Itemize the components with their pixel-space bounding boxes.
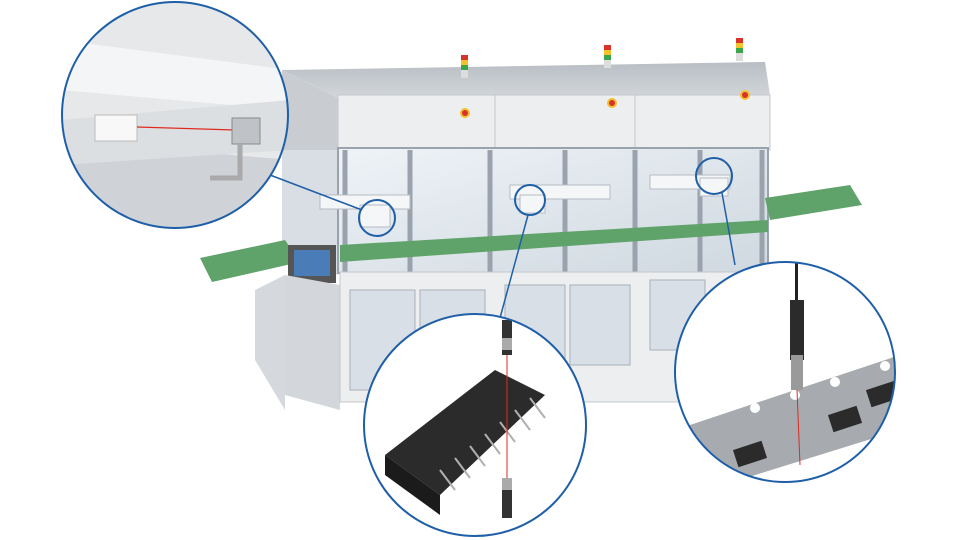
callout-right bbox=[674, 261, 896, 483]
callout-marker bbox=[358, 199, 396, 237]
callout-marker bbox=[695, 157, 733, 195]
callout-bottom-center bbox=[363, 313, 587, 537]
callout-marker bbox=[514, 184, 546, 216]
conveyor-right bbox=[765, 185, 862, 220]
callout-top-left bbox=[61, 1, 289, 229]
signal-tower-icon bbox=[461, 38, 743, 78]
conveyor-left bbox=[200, 240, 300, 282]
machine-roof bbox=[282, 62, 770, 98]
